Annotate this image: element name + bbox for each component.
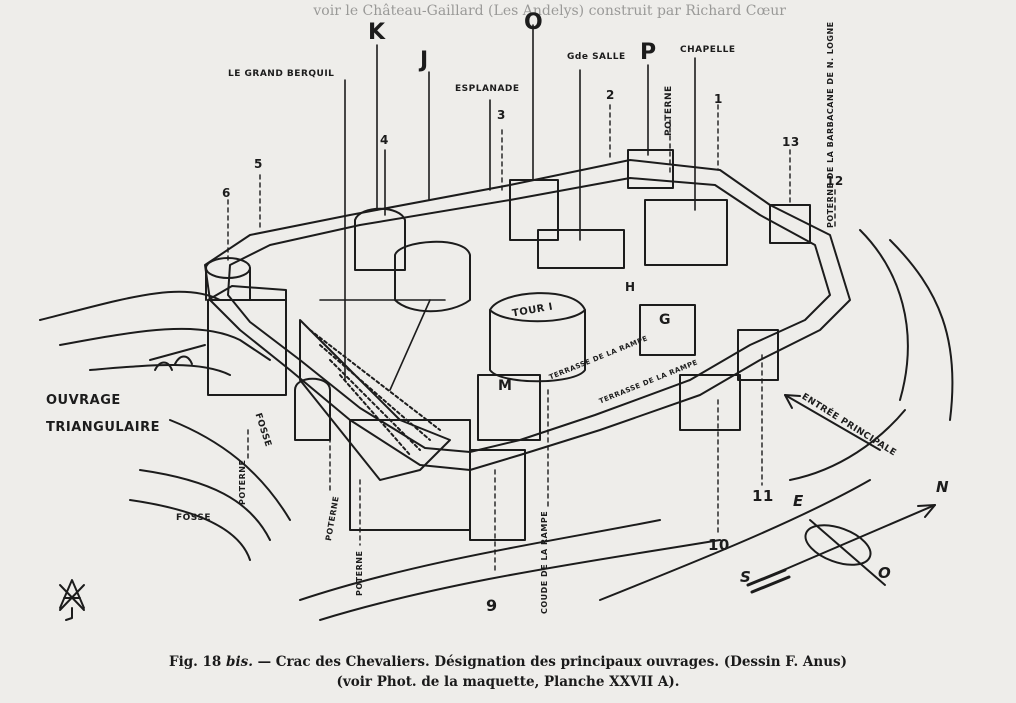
terrain-line: [59, 327, 271, 361]
compass-label-o: O: [878, 564, 892, 582]
outer-wall-inner: [227, 177, 831, 453]
label-11: 11: [752, 487, 774, 505]
label-k: K: [368, 20, 386, 45]
label-6: 6: [222, 186, 231, 200]
terrain-line: [789, 409, 906, 481]
terrain-line: [139, 469, 271, 541]
terrain-line: [169, 419, 291, 521]
terrain-line: [89, 364, 231, 376]
terrain-line: [599, 479, 871, 601]
label-o: O: [524, 10, 544, 35]
label-2: 2: [606, 88, 615, 102]
chapelle-block: [644, 199, 728, 266]
tower-sw: [207, 299, 287, 396]
label-coude-rampe: COUDE DE LA RAMPE: [540, 510, 549, 614]
label-grande-salle: Gde SALLE: [567, 52, 626, 62]
terrain-line: [889, 239, 954, 421]
label-grand-berquil: LE GRAND BERQUIL: [228, 69, 335, 79]
label-chapelle: CHAPELLE: [680, 45, 736, 55]
figure-caption: Fig. 18 bis. — Crac des Chevaliers. Dési…: [0, 652, 1016, 692]
label-m: M: [498, 378, 513, 394]
label-13: 13: [782, 135, 800, 149]
tower-g: [639, 304, 696, 356]
label-3: 3: [497, 108, 506, 122]
label-esplanade: ESPLANADE: [455, 84, 520, 94]
label-j: J: [420, 48, 429, 73]
gate-tower: [737, 329, 779, 381]
terrain-line: [319, 539, 721, 621]
label-4: 4: [380, 133, 389, 147]
artist-monogram: [59, 579, 85, 621]
label-9: 9: [486, 596, 498, 615]
bastion-south-2: [469, 449, 526, 541]
aqueduct: [149, 344, 206, 371]
gate-tower-2: [679, 374, 741, 431]
caption-line-1: Fig. 18 bis. — Crac des Chevaliers. Dési…: [168, 654, 847, 670]
label-poterne-bottom-1: POTERNE: [238, 459, 247, 505]
tower-k: [354, 207, 406, 271]
compass-label-e: E: [793, 492, 804, 510]
terrain-line: [299, 519, 661, 601]
tower-j: [394, 240, 471, 313]
compass-label-n: N: [936, 478, 950, 496]
label-h: H: [625, 280, 636, 294]
label-poterne-top: POTERNE: [664, 85, 674, 136]
page-header-fragment: voir le Château-Gaillard (Les Andelys) c…: [313, 3, 786, 19]
tower-p: [627, 149, 674, 189]
label-p: P: [640, 40, 657, 65]
compass-label-s: S: [740, 568, 752, 586]
terrain-line: [859, 229, 909, 401]
label-triangulaire: TRIANGULAIRE: [46, 420, 160, 435]
bastion-south: [349, 419, 471, 531]
label-ouvrage: OUVRAGE: [46, 393, 121, 408]
caption-line-2: (voir Phot. de la maquette, Planche XXVI…: [336, 674, 680, 690]
tower-m: [477, 374, 541, 441]
label-1: 1: [714, 92, 723, 106]
label-g: G: [659, 312, 671, 328]
tower-o: [509, 179, 559, 241]
label-poterne-barbacane: POTERNE DE LA BARBACANE DE N. LOGNE: [826, 21, 835, 228]
tower-i: [489, 292, 586, 383]
west-glacis: [299, 319, 451, 481]
label-fosse-1: FOSSE: [176, 513, 212, 523]
compass-rose: [746, 504, 936, 594]
tower-13: [769, 204, 811, 244]
label-poterne-bottom-3: POTERNE: [355, 550, 364, 596]
terrain-line: [129, 499, 251, 561]
terrain-line: [39, 290, 221, 321]
outer-wall: [204, 159, 851, 471]
label-5: 5: [254, 157, 263, 171]
entree-arrow: [784, 394, 881, 451]
grande-salle: [537, 229, 625, 269]
label-12: 12: [826, 174, 844, 188]
label-10: 10: [708, 536, 730, 554]
